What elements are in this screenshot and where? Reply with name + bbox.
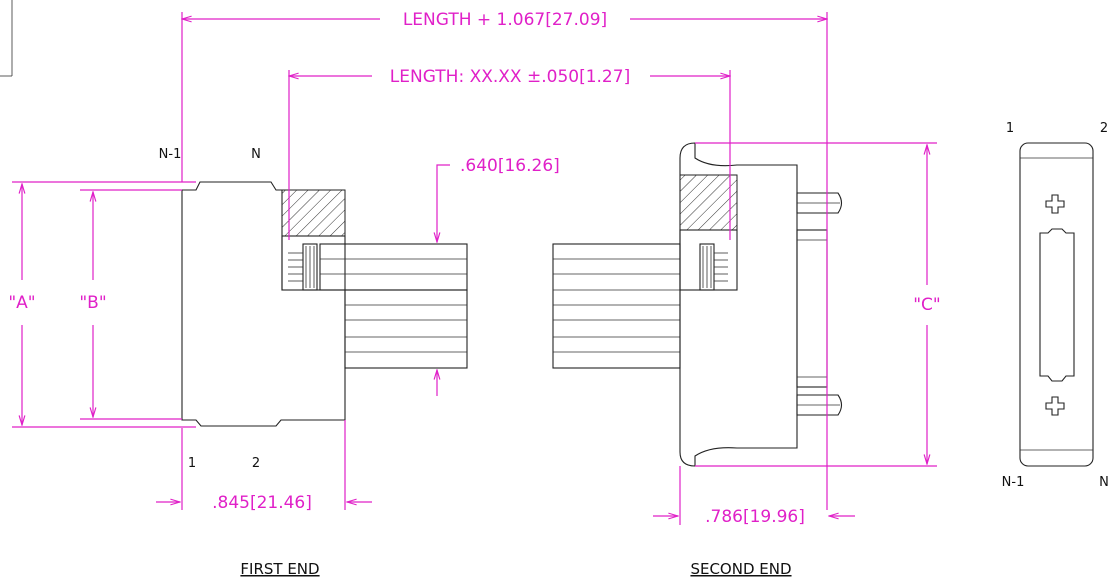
cable-length-dimension: LENGTH: XX.XX ±.050[1.27]	[390, 67, 630, 87]
first-end-view	[181, 181, 468, 427]
hatched-section	[281, 189, 346, 237]
dimension-b: "B"	[79, 293, 106, 313]
overall-length-dimension: LENGTH + 1.067[27.09]	[403, 10, 607, 30]
pin-label-end-bottom-right: N	[1099, 475, 1109, 490]
hatched-section-2	[679, 174, 738, 231]
cable-thickness-dimension: .640[16.26]	[460, 156, 560, 176]
jackscrew-bottom	[796, 394, 843, 416]
pin-label-first-top-right: N	[251, 147, 261, 162]
second-end-title: SECOND END	[690, 560, 791, 578]
pin-label-first-top-left: N-1	[159, 147, 182, 162]
second-end-depth-dimension: .786[19.96]	[705, 507, 805, 527]
first-end-depth-dimension: .845[21.46]	[212, 493, 312, 513]
second-end-view	[552, 142, 843, 467]
dimension-c: "C"	[913, 295, 941, 315]
pin-label-end-bottom-left: N-1	[1002, 475, 1025, 490]
ribbon-cable-2	[552, 243, 681, 369]
pin-label-end-top-right: 2	[1100, 121, 1108, 136]
ribbon-cable	[319, 243, 468, 291]
mounting-hole-top	[1045, 194, 1065, 214]
first-end-title: FIRST END	[240, 560, 319, 578]
mounting-hole-bottom	[1045, 396, 1065, 416]
pin-label-first-bottom-left: 1	[188, 456, 196, 471]
connector-end-view	[1019, 142, 1094, 467]
jackscrew-top	[796, 192, 843, 214]
pin-label-end-top-left: 1	[1006, 121, 1014, 136]
pin-cavity	[1039, 228, 1075, 382]
pin-label-first-bottom-right: 2	[252, 456, 260, 471]
dimension-a: "A"	[8, 293, 35, 313]
